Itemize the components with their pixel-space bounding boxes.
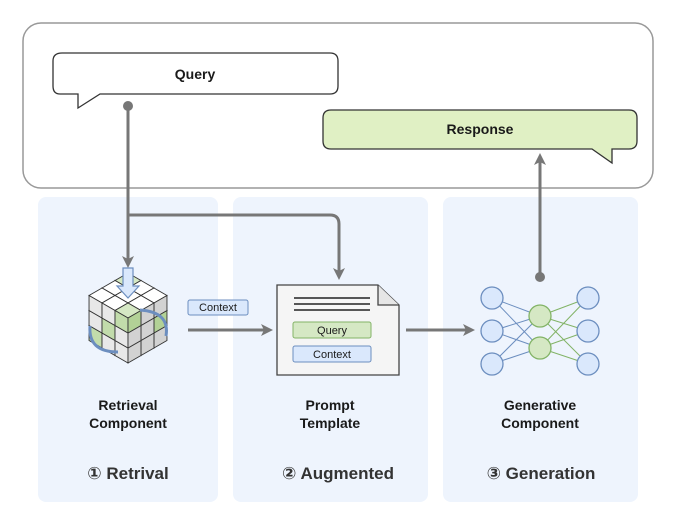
augmented-stage-label: ② Augmented xyxy=(282,464,394,483)
doc-query-label: Query xyxy=(317,325,347,337)
retrieval-title-line1: Retrieval xyxy=(98,397,157,413)
document-icon: Query Context xyxy=(276,284,400,376)
augmented-title-line2: Template xyxy=(300,415,361,431)
generation-title-line1: Generative xyxy=(504,397,577,413)
cycle-arrow-icon xyxy=(139,308,168,337)
cube-face xyxy=(127,309,142,334)
retrieval-title-line2: Component xyxy=(89,415,167,431)
cycle-arrow-icon xyxy=(88,325,119,354)
response-bubble: Response xyxy=(322,109,638,165)
query-dot xyxy=(123,101,133,111)
retrieval-stage-label: ① Retrival xyxy=(87,464,168,483)
nn-input-nodes xyxy=(480,286,504,376)
query-bubble: Query xyxy=(52,52,339,110)
augmented-title-line1: Prompt xyxy=(306,397,355,413)
neural-network-icon xyxy=(480,286,600,376)
query-bubble-label: Query xyxy=(175,66,216,82)
context-tag: Context xyxy=(187,299,249,316)
nn-hidden-nodes xyxy=(528,304,552,360)
generation-stage-label: ③ Generation xyxy=(487,464,596,483)
context-tag-label: Context xyxy=(199,302,237,314)
query-to-template-arrow xyxy=(128,213,345,280)
io-container xyxy=(22,22,654,189)
nn-output-nodes xyxy=(576,286,600,376)
connectors xyxy=(122,106,546,336)
doc-context-label: Context xyxy=(313,349,351,361)
cube-retriever-icon xyxy=(88,267,168,364)
response-bubble-label: Response xyxy=(447,121,514,137)
generation-title-line2: Component xyxy=(501,415,579,431)
down-arrow-icon xyxy=(115,267,141,299)
generation-dot xyxy=(535,272,545,282)
